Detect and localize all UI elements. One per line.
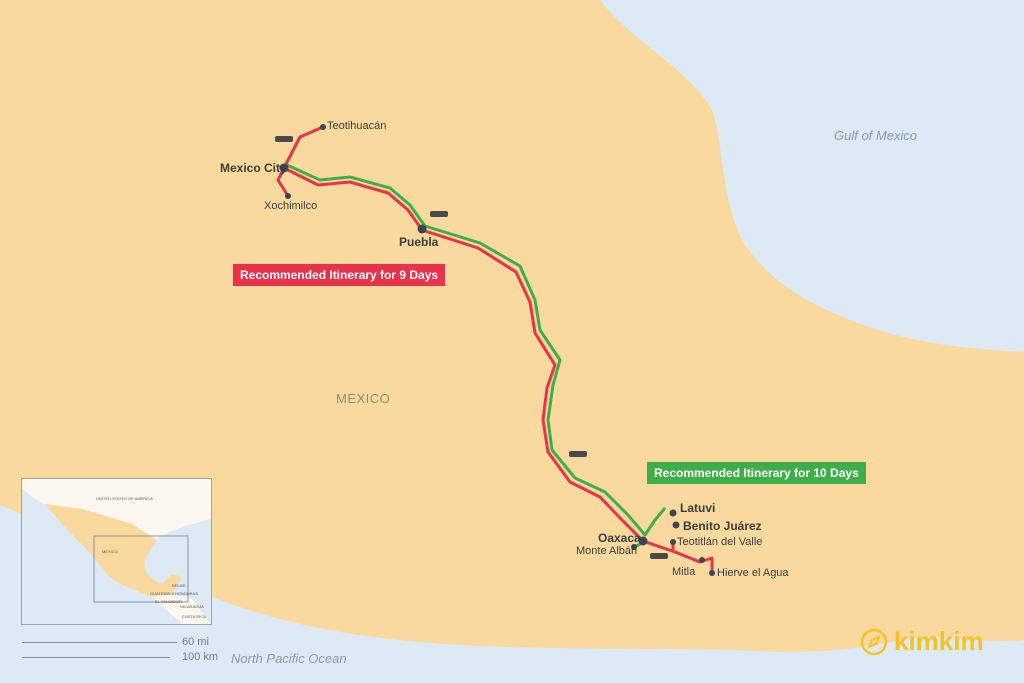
inset-guatemala: GUATEMALA [150,591,175,596]
inset-costa-rica: COSTA RICA [182,614,206,619]
label-teotihuacan: Teotihuacán [327,120,387,132]
label-monte-alban: Monte Albán [576,545,638,557]
car-icon [275,136,293,142]
car-icon [430,211,448,217]
marker-oaxaca[interactable] [638,536,648,546]
marker-teotihuacan[interactable] [320,124,326,130]
label-puebla: Puebla [399,235,439,249]
inset-honduras: HONDURAS [175,591,198,596]
label-teotitlan: Teotitlán del Valle [677,536,763,548]
country-label: MEXICO [336,391,391,406]
inset-el-salvador: EL SALVADOR [155,599,183,604]
car-icon [650,553,668,559]
marker-latuvi[interactable] [669,509,677,517]
pacific-ocean [0,505,1024,683]
scale-bar-miles [22,642,177,643]
label-hierve: Hierve el Agua [717,567,789,579]
label-oaxaca: Oaxaca [598,531,641,545]
marker-teotitlan[interactable] [670,539,676,545]
label-xochimilco: Xochimilco [264,200,318,212]
car-icon [569,451,587,457]
inset-usa: UNITED STATES OF AMERICA [96,496,153,501]
pacific-label: North Pacific Ocean [231,651,347,666]
label-mitla: Mitla [672,566,696,578]
marker-hierve[interactable] [709,570,715,576]
inset-belize: BELIZE [172,583,186,588]
route-10-days [286,163,667,537]
marker-mexico-city[interactable] [279,163,289,173]
marker-puebla[interactable] [417,224,427,234]
compass-icon [860,628,888,655]
inset-map: UNITED STATES OF AMERICA MEXICO BELIZE G… [21,478,212,625]
label-latuvi: Latuvi [680,501,716,515]
marker-monte-alban[interactable] [631,544,637,550]
label-mexico-city: Mexico City [220,161,287,175]
gulf-label: Gulf of Mexico [834,128,918,143]
itinerary-10-badge: Recommended Itinerary for 10 Days [647,462,866,484]
gulf-of-mexico [600,0,1024,352]
scale-label-miles: 60 mi [182,636,209,648]
scale-bar-km [22,657,170,658]
scale-label-km: 100 km [182,651,219,663]
logo-text: kimkim [894,626,984,656]
marker-benito-juarez[interactable] [672,521,680,529]
marker-mitla[interactable] [699,557,705,563]
inset-nicaragua: NICARAGUA [180,604,204,609]
marker-xochimilco[interactable] [285,193,291,199]
inset-mexico: MEXICO [102,549,118,554]
inset-shapes [22,479,211,624]
label-benito-juarez: Benito Juárez [683,519,762,533]
route-9-days-main [283,166,714,573]
kimkim-logo: kimkim [860,626,984,657]
itinerary-9-badge: Recommended Itinerary for 9 Days [233,264,446,286]
